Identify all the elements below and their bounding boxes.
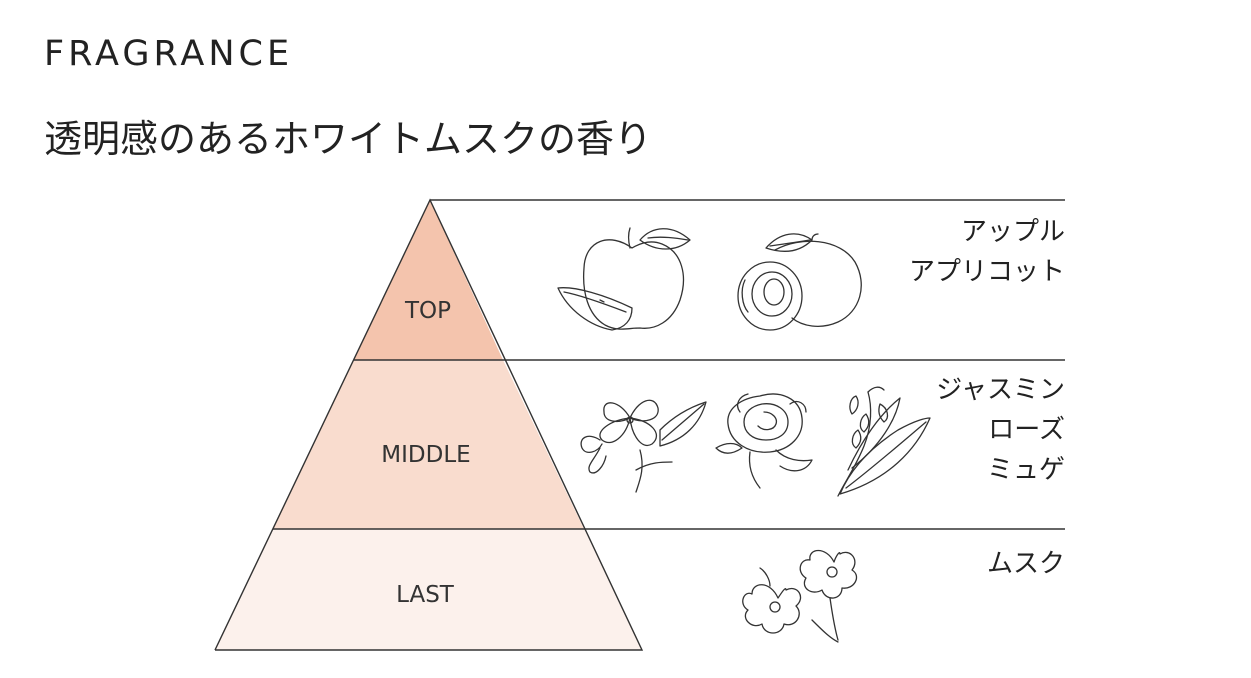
tier-label-top: TOP <box>404 298 451 324</box>
tier-label-middle: MIDDLE <box>381 442 470 468</box>
page-subtitle: 透明感のあるホワイトムスクの香り <box>44 117 653 161</box>
rose-icon <box>715 393 813 489</box>
notes-top: アップル アプリコット <box>909 212 1065 292</box>
note-item: ムスク <box>986 549 1065 579</box>
notes-middle: ジャスミン ローズ ミュゲ <box>936 370 1065 490</box>
apple-icon <box>557 227 691 331</box>
lily-of-the-valley-icon <box>837 386 931 497</box>
notes-last: ムスク <box>987 544 1065 584</box>
page-heading: FRAGRANCE <box>44 34 294 74</box>
apricot-icon <box>737 233 862 331</box>
musk-flower-icon <box>742 549 858 643</box>
tier-middle-shape <box>273 360 584 529</box>
tier-top-shape <box>354 200 503 360</box>
note-item: アプリコット <box>908 257 1065 287</box>
note-item: ジャスミン <box>936 375 1065 405</box>
tier-label-last: LAST <box>396 582 455 608</box>
note-item: ミュゲ <box>986 455 1065 485</box>
pyramid-outline <box>214 198 644 651</box>
tier-last-shape <box>215 529 642 650</box>
note-item: アップル <box>960 217 1065 247</box>
jasmine-icon <box>580 399 707 493</box>
note-item: ローズ <box>988 415 1065 445</box>
